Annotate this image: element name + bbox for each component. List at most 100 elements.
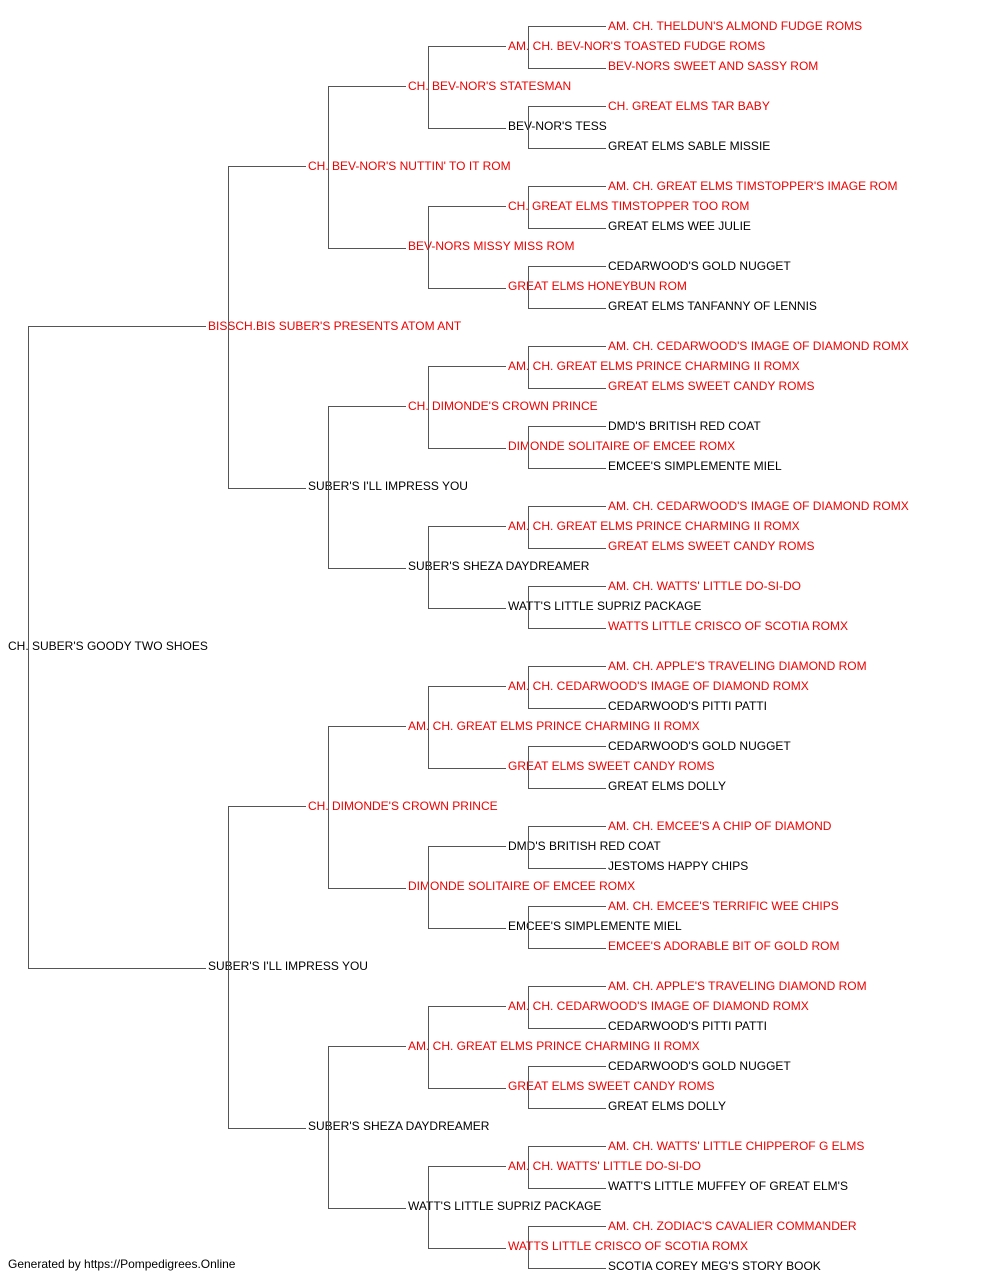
ancestor-name: CH. DIMONDE'S CROWN PRINCE: [408, 399, 598, 413]
pedigree-connector-line: [528, 906, 606, 907]
ancestor-name: WATT'S LITTLE SUPRIZ PACKAGE: [408, 1199, 602, 1213]
ancestor-name: CH. BEV-NOR'S STATESMAN: [408, 79, 572, 93]
pedigree-connector-line: [528, 1226, 606, 1227]
pedigree-connector-line: [528, 628, 606, 629]
pedigree-bracket-line: [428, 1006, 429, 1088]
pedigree-bracket-line: [428, 846, 429, 928]
pedigree-connector-line: [228, 806, 306, 807]
pedigree-connector-line: [228, 166, 306, 167]
ancestor-name: JESTOMS HAPPY CHIPS: [608, 859, 749, 873]
pedigree-bracket-line: [528, 186, 529, 228]
ancestor-name: DIMONDE SOLITAIRE OF EMCEE ROMX: [508, 439, 736, 453]
pedigree-bracket-line: [228, 166, 229, 488]
pedigree-connector-line: [228, 1128, 306, 1129]
ancestor-name: AM. CH. WATTS' LITTLE DO-SI-DO: [508, 1159, 701, 1173]
pedigree-connector-line: [528, 708, 606, 709]
ancestor-name: WATTS LITTLE CRISCO OF SCOTIA ROMX: [608, 619, 849, 633]
ancestor-name: AM. CH. APPLE'S TRAVELING DIAMOND ROM: [608, 979, 867, 993]
pedigree-bracket-line: [428, 46, 429, 128]
pedigree-bracket-line: [328, 86, 329, 248]
pedigree-bracket-line: [428, 1166, 429, 1248]
ancestor-name: CH. BEV-NOR'S NUTTIN' TO IT ROM: [308, 159, 511, 173]
pedigree-connector-line: [328, 726, 406, 727]
ancestor-name: EMCEE'S SIMPLEMENTE MIEL: [608, 459, 782, 473]
ancestor-name: GREAT ELMS HONEYBUN ROM: [508, 279, 687, 293]
pedigree-connector-line: [428, 206, 506, 207]
pedigree-bracket-line: [528, 26, 529, 68]
pedigree-connector-line: [328, 248, 406, 249]
ancestor-name: CEDARWOOD'S GOLD NUGGET: [608, 739, 791, 753]
ancestor-name: GREAT ELMS DOLLY: [608, 779, 727, 793]
ancestor-name: WATT'S LITTLE SUPRIZ PACKAGE: [508, 599, 702, 613]
ancestor-name: CH. DIMONDE'S CROWN PRINCE: [308, 799, 498, 813]
pedigree-bracket-line: [428, 686, 429, 768]
pedigree-connector-line: [528, 1188, 606, 1189]
ancestor-name: GREAT ELMS SWEET CANDY ROMS: [508, 1079, 715, 1093]
ancestor-name: SUBER'S SHEZA DAYDREAMER: [408, 559, 590, 573]
pedigree-connector-line: [428, 526, 506, 527]
ancestor-name: EMCEE'S ADORABLE BIT OF GOLD ROM: [608, 939, 840, 953]
pedigree-connector-line: [528, 228, 606, 229]
pedigree-connector-line: [528, 746, 606, 747]
ancestor-name: BISSCH.BIS SUBER'S PRESENTS ATOM ANT: [208, 319, 462, 333]
pedigree-connector-line: [528, 586, 606, 587]
pedigree-connector-line: [528, 26, 606, 27]
pedigree-connector-line: [428, 1088, 506, 1089]
pedigree-connector-line: [328, 1208, 406, 1209]
pedigree-bracket-line: [428, 366, 429, 448]
ancestor-name: CEDARWOOD'S PITTI PATTI: [608, 1019, 767, 1033]
pedigree-bracket-line: [328, 726, 329, 888]
pedigree-connector-line: [528, 148, 606, 149]
ancestor-name: GREAT ELMS SWEET CANDY ROMS: [608, 379, 815, 393]
ancestor-name: AM. CH. GREAT ELMS TIMSTOPPER'S IMAGE RO…: [608, 179, 898, 193]
pedigree-connector-line: [528, 1268, 606, 1269]
pedigree-bracket-line: [28, 326, 29, 968]
ancestor-name: AM. CH. ZODIAC'S CAVALIER COMMANDER: [608, 1219, 857, 1233]
pedigree-connector-line: [528, 468, 606, 469]
ancestor-name: BEV-NORS MISSY MISS ROM: [408, 239, 575, 253]
ancestor-name: AM. CH. EMCEE'S TERRIFIC WEE CHIPS: [608, 899, 839, 913]
ancestor-name: CH. GREAT ELMS TIMSTOPPER TOO ROM: [508, 199, 750, 213]
pedigree-bracket-line: [428, 206, 429, 288]
pedigree-connector-line: [528, 68, 606, 69]
pedigree-bracket-line: [528, 746, 529, 788]
ancestor-name: CEDARWOOD'S GOLD NUGGET: [608, 259, 791, 273]
ancestor-name: AM. CH. GREAT ELMS PRINCE CHARMING II RO…: [508, 359, 800, 373]
ancestor-name: AM. CH. CEDARWOOD'S IMAGE OF DIAMOND ROM…: [508, 679, 809, 693]
ancestor-name: AM. CH. CEDARWOOD'S IMAGE OF DIAMOND ROM…: [508, 999, 809, 1013]
pedigree-connector-line: [228, 488, 306, 489]
pedigree-connector-line: [428, 768, 506, 769]
pedigree-bracket-line: [528, 986, 529, 1028]
pedigree-bracket-line: [528, 826, 529, 868]
ancestor-name: GREAT ELMS WEE JULIE: [608, 219, 751, 233]
ancestor-name: WATTS LITTLE CRISCO OF SCOTIA ROMX: [508, 1239, 749, 1253]
ancestor-name: AM. CH. CEDARWOOD'S IMAGE OF DIAMOND ROM…: [608, 499, 909, 513]
ancestor-name: AM. CH. EMCEE'S A CHIP OF DIAMOND: [608, 819, 832, 833]
pedigree-bracket-line: [528, 1226, 529, 1268]
pedigree-connector-line: [528, 868, 606, 869]
pedigree-connector-line: [528, 186, 606, 187]
pedigree-connector-line: [528, 1028, 606, 1029]
ancestor-name: SUBER'S I'LL IMPRESS YOU: [308, 479, 468, 493]
pedigree-connector-line: [528, 106, 606, 107]
pedigree-bracket-line: [528, 266, 529, 308]
pedigree-bracket-line: [528, 426, 529, 468]
pedigree-bracket-line: [528, 506, 529, 548]
pedigree-connector-line: [328, 888, 406, 889]
pedigree-connector-line: [528, 308, 606, 309]
ancestor-name: SUBER'S SHEZA DAYDREAMER: [308, 1119, 490, 1133]
pedigree-bracket-line: [528, 906, 529, 948]
pedigree-connector-line: [428, 46, 506, 47]
subject-dog-name: CH. SUBER'S GOODY TWO SHOES: [8, 639, 208, 653]
ancestor-name: CEDARWOOD'S PITTI PATTI: [608, 699, 767, 713]
pedigree-connector-line: [328, 86, 406, 87]
pedigree-connector-line: [528, 826, 606, 827]
ancestor-name: CH. GREAT ELMS TAR BABY: [608, 99, 770, 113]
pedigree-connector-line: [528, 788, 606, 789]
pedigree-bracket-line: [328, 406, 329, 568]
ancestor-name: EMCEE'S SIMPLEMENTE MIEL: [508, 919, 682, 933]
generated-by-footer: Generated by https://Pompedigrees.Online: [8, 1257, 236, 1271]
pedigree-bracket-line: [528, 106, 529, 148]
pedigree-bracket-line: [528, 666, 529, 708]
ancestor-name: AM. CH. GREAT ELMS PRINCE CHARMING II RO…: [508, 519, 800, 533]
